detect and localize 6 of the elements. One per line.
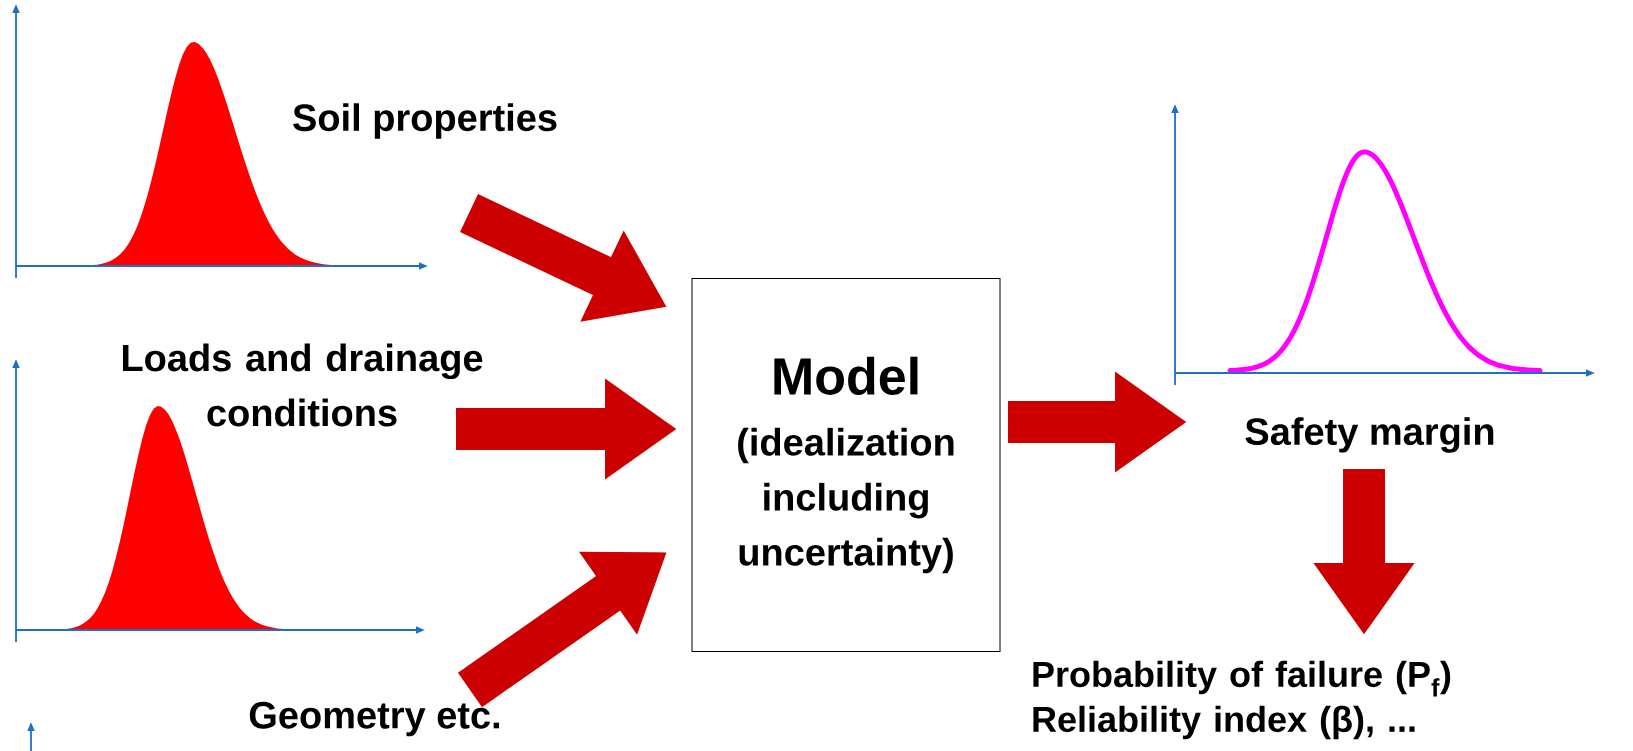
label-text: Safety margin	[1245, 417, 1494, 453]
label-text: Geometry etc.	[249, 701, 500, 737]
model-box: Model (idealization including uncertainty)	[691, 278, 1001, 652]
label-text: Probability of failure (P$_{f}$) Reliability index (β), ...	[1033, 660, 1451, 740]
label-text: Loads and drainage conditions	[122, 343, 483, 427]
label-text: Soil properties	[293, 103, 557, 139]
